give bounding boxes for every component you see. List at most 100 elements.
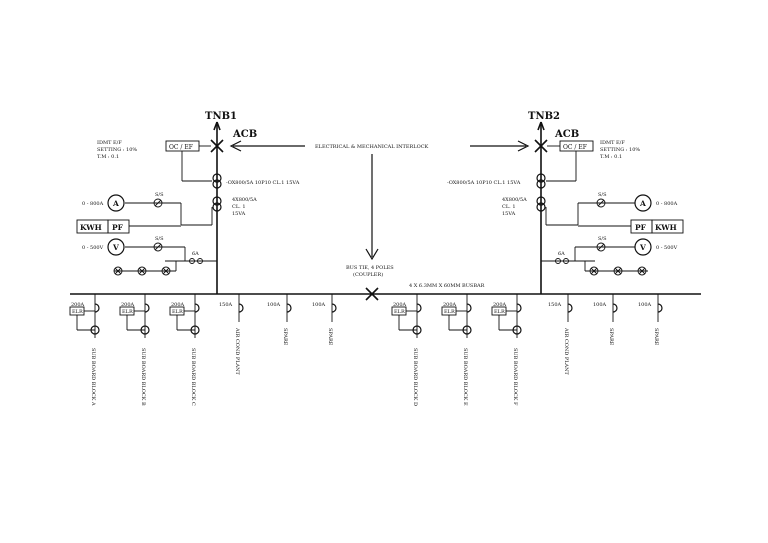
pf-left-box	[107, 219, 130, 234]
selector-switch-right-b	[596, 242, 606, 252]
cbct-symbol	[140, 325, 150, 335]
oc-ef-left-label: OC / EF	[169, 144, 193, 151]
tnb2-arrow-head-left	[537, 121, 542, 131]
feeder-rating: 100A	[312, 302, 326, 308]
feeder-label: SPARE	[282, 328, 288, 346]
ct-prot-left-upper	[212, 173, 222, 183]
feeder-rating: 100A	[638, 302, 652, 308]
tnb2-arrow-head-right	[540, 121, 545, 131]
ammeter-left-symbol: A	[112, 199, 119, 208]
coupler-line2: (COUPLER)	[353, 271, 383, 278]
busbar-label: 4 X 6.3MM X 60MM BUSBAR	[409, 283, 485, 289]
feeder-rating: 100A	[593, 302, 607, 308]
acb-right-cross-b	[534, 139, 548, 153]
ct-meter-left-line3: 15VA	[232, 211, 246, 217]
bus-tie-cross-b	[365, 287, 379, 301]
mccb-symbol	[516, 303, 522, 313]
selector-right-a-label: S/S	[598, 192, 607, 198]
ammeter-right-icon	[634, 194, 652, 212]
selector-switch-right-a	[596, 198, 606, 208]
cbct-symbol	[412, 325, 422, 335]
ct-meter-right-line2: CL. 1	[502, 204, 516, 210]
mccb-symbol	[194, 303, 200, 313]
acb-left-cross-b	[210, 139, 224, 153]
feeder-rating: 200A	[71, 302, 85, 308]
feeder-label: SUB BOARD BLOCK C	[190, 348, 196, 406]
pf-left-label: PF	[112, 223, 124, 232]
selector-switch-left-b	[153, 242, 163, 252]
ammeter-right-symbol: A	[639, 199, 646, 208]
fuse-left-a	[189, 258, 195, 264]
feeder-rating: 100A	[267, 302, 281, 308]
idmt-right-line2: SETTING : 10%	[600, 147, 640, 153]
volt-range-left: 0 - 500V	[82, 245, 104, 251]
indicator-lamp-right-2	[613, 266, 623, 276]
acb-right-label: ACB	[554, 129, 579, 140]
mccb-symbol	[466, 303, 472, 313]
pf-right-label: PF	[635, 223, 647, 232]
feeder-label: SUB BOARD BLOCK D	[412, 348, 418, 406]
selector-switch-left-a	[153, 198, 163, 208]
idmt-right-line3: T.M : 0.1	[600, 154, 622, 160]
feeder-label: SUB BOARD BLOCK A	[90, 348, 96, 406]
ct-meter-left-lower	[212, 202, 222, 212]
ct-meter-left-line2: CL. 1	[232, 204, 246, 210]
interlock-label: ELECTRICAL & MECHANICAL INTERLOCK	[315, 144, 429, 150]
feeder-label: AIR COND PLANT	[563, 327, 569, 376]
tnb2-label: TNB2	[528, 111, 560, 122]
feeder-10: 150A AIR COND PLANT	[548, 294, 573, 376]
ct-prot-right-upper	[536, 173, 546, 183]
amp-range-left: 0 - 800A	[82, 201, 104, 207]
cbct-symbol	[462, 325, 472, 335]
ct-meter-right-line3: 15VA	[502, 211, 516, 217]
tnb1-arrow-head-right	[216, 121, 221, 131]
ct-meter-right-upper	[536, 196, 546, 206]
feeder-label: SUB BOARD BLOCK F	[512, 348, 518, 406]
tnb1-arrow-head-left	[213, 121, 218, 131]
oc-ef-right-label: OC / EF	[563, 144, 587, 151]
cbct-symbol	[190, 325, 200, 335]
elr-label: ELR	[494, 309, 505, 315]
feeder-rating: 200A	[121, 302, 135, 308]
mccb-symbol	[144, 303, 150, 313]
feeder-label: SPARE	[653, 328, 659, 346]
mccb-symbol	[94, 303, 100, 313]
volt-range-right: 0 - 500V	[656, 245, 678, 251]
selector-switch-right-a-slash	[597, 199, 605, 207]
ct-meter-right-line1: 4X800/5A	[502, 197, 527, 203]
elr-label: ELR	[122, 309, 133, 315]
idmt-left-line3: T.M : 0.1	[97, 154, 119, 160]
feeder-rating: 200A	[171, 302, 185, 308]
mccb-symbol	[416, 303, 422, 313]
selector-left-b-label: S/S	[155, 236, 164, 242]
idmt-right-line1: IDMT E/F	[600, 140, 625, 146]
feeder-5: 100A SPARE	[267, 294, 292, 346]
ammeter-left-icon	[107, 194, 125, 212]
elr-label: ELR	[444, 309, 455, 315]
feeder-label: SPARE	[327, 328, 333, 346]
feeder-rating: 150A	[219, 302, 233, 308]
fuse-right-label: 6A	[558, 251, 565, 257]
feeder-label: SUB BOARD BLOCK B	[140, 348, 146, 406]
feeder-rating: 150A	[548, 302, 562, 308]
mccb-symbol	[612, 303, 618, 313]
mccb-symbol	[567, 303, 573, 313]
kwh-left-label: KWH	[80, 223, 102, 232]
mccb-symbol	[331, 303, 337, 313]
elr-label: ELR	[172, 309, 183, 315]
coupler-line1: BUS TIE, 4 POLES	[346, 265, 394, 271]
tnb1-label: TNB1	[205, 111, 237, 122]
selector-right-b-label: S/S	[598, 236, 607, 242]
idmt-left-line2: SETTING : 10%	[97, 147, 137, 153]
interlock-arrowhead-right	[517, 140, 530, 152]
cbct-symbol	[90, 325, 100, 335]
amp-range-right: 0 - 800A	[656, 201, 678, 207]
